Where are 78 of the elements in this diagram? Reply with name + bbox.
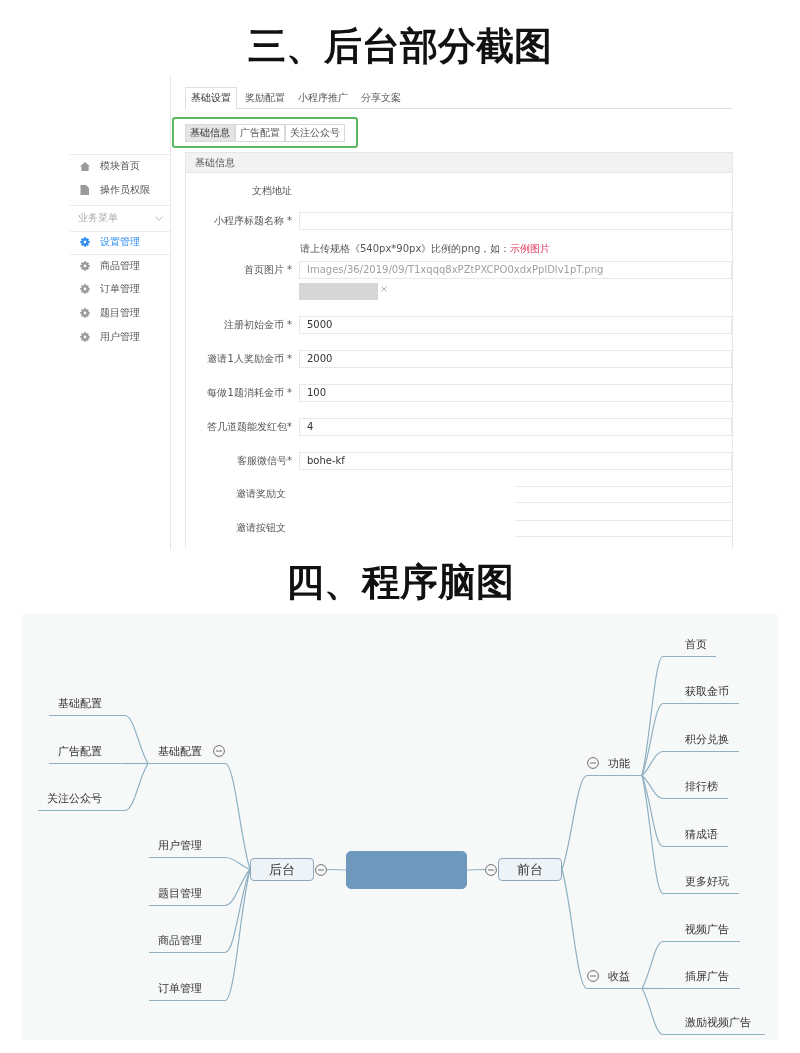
topic-label: 首页 — [663, 635, 716, 657]
topic-label: 商品管理 — [149, 931, 225, 953]
tab-label: 分享文案 — [361, 92, 401, 104]
panel-header: 基础信息 — [185, 152, 733, 173]
connector — [641, 702, 664, 777]
topic-label: 用户管理 — [149, 836, 225, 858]
connector — [124, 762, 149, 812]
menu-item: 操作员权限 — [100, 184, 150, 196]
topic-box: 后台 — [250, 858, 314, 881]
branch-topic — [148, 742, 225, 764]
tab-button: 基础信息 — [185, 124, 235, 142]
connector — [124, 714, 149, 765]
topic-label: 插屏广告 — [663, 967, 740, 989]
heading: 三、后台部分截图 — [248, 24, 552, 68]
input-field: bohe-kf — [299, 452, 732, 470]
input-field: 5000 — [299, 316, 732, 334]
topic-label: 激励视频广告 — [663, 1013, 765, 1035]
tab-label: 奖励配置 — [245, 92, 285, 104]
menu-heading: 业务菜单 — [78, 212, 118, 224]
topic-label: 视频广告 — [663, 920, 740, 942]
field-label: 邀请1人奖励金币 * — [207, 353, 292, 365]
menu-item: 订单管理 — [100, 283, 140, 295]
connector — [641, 750, 664, 777]
tab: 基础设置 — [185, 87, 237, 109]
topic-label: 题目管理 — [149, 884, 225, 906]
topic-label: 积分兑换 — [663, 730, 739, 752]
connector — [466, 868, 486, 871]
topic-label: 猜成语 — [663, 825, 728, 847]
tab-button: 广告配置 — [235, 124, 285, 142]
field-label: 邀请按钮文 — [236, 522, 286, 534]
field-label: 邀请奖励文 — [236, 488, 286, 500]
connector — [641, 987, 664, 1036]
tab-button: 关注公众号 — [285, 124, 345, 142]
topic-label: 更多好玩 — [663, 872, 739, 894]
link: 示例图片 — [510, 243, 551, 254]
input-field: 100 — [299, 384, 732, 402]
connector — [224, 856, 251, 871]
input-field: Images/36/2019/09/T1xqqq8xPZtPXCPO0xdxPplDlv1pT.png — [299, 261, 732, 279]
branch-topic — [587, 754, 642, 776]
field-label: 首页图片 * — [243, 264, 292, 276]
input-field: 2000 — [299, 350, 732, 368]
connector — [124, 762, 149, 765]
field-label: 小程序标题名称 * — [213, 215, 292, 227]
field-label: 注册初始金币 * — [223, 319, 292, 331]
connector — [326, 868, 347, 871]
topic-label: 广告配置 — [49, 742, 125, 764]
topic-label: 订单管理 — [149, 979, 225, 1001]
menu-item: 商品管理 — [100, 260, 140, 272]
connector — [561, 868, 588, 990]
connector — [224, 762, 251, 871]
menu-item: 用户管理 — [100, 331, 140, 343]
topic-label: 收益 — [608, 970, 630, 983]
input-field: 4 — [299, 418, 732, 436]
connector — [224, 868, 251, 907]
field-label: 文档地址 — [252, 185, 292, 197]
menu-item: 设置管理 — [100, 236, 140, 248]
field-label: 客服微信号* — [237, 455, 292, 467]
topic-label: 功能 — [608, 757, 630, 770]
branch-topic — [587, 967, 642, 989]
topic-label: 获取金币 — [663, 682, 739, 704]
connector — [641, 774, 664, 895]
topic-label: 基础配置 — [158, 745, 202, 758]
field-label: 答几道题能发红包* — [207, 421, 292, 433]
connector — [641, 987, 664, 990]
central-topic-box — [346, 851, 467, 889]
connector — [641, 774, 664, 800]
heading: 四、程序脑图 — [286, 560, 514, 604]
topic-label: 排行榜 — [663, 777, 728, 799]
topic-label: 基础配置 — [49, 694, 125, 716]
topic-label: 关注公众号 — [38, 789, 125, 811]
menu-item: 题目管理 — [100, 307, 140, 319]
menu-item: 模块首页 — [100, 160, 140, 172]
hint-text: 请上传规格《540px*90px》比例的png，如： — [300, 243, 511, 254]
tab-label: 小程序推广 — [298, 92, 348, 104]
field-label: 每做1题消耗金币 * — [207, 387, 292, 399]
topic-box: 前台 — [498, 858, 562, 881]
connector — [561, 774, 588, 871]
connector — [641, 940, 664, 990]
